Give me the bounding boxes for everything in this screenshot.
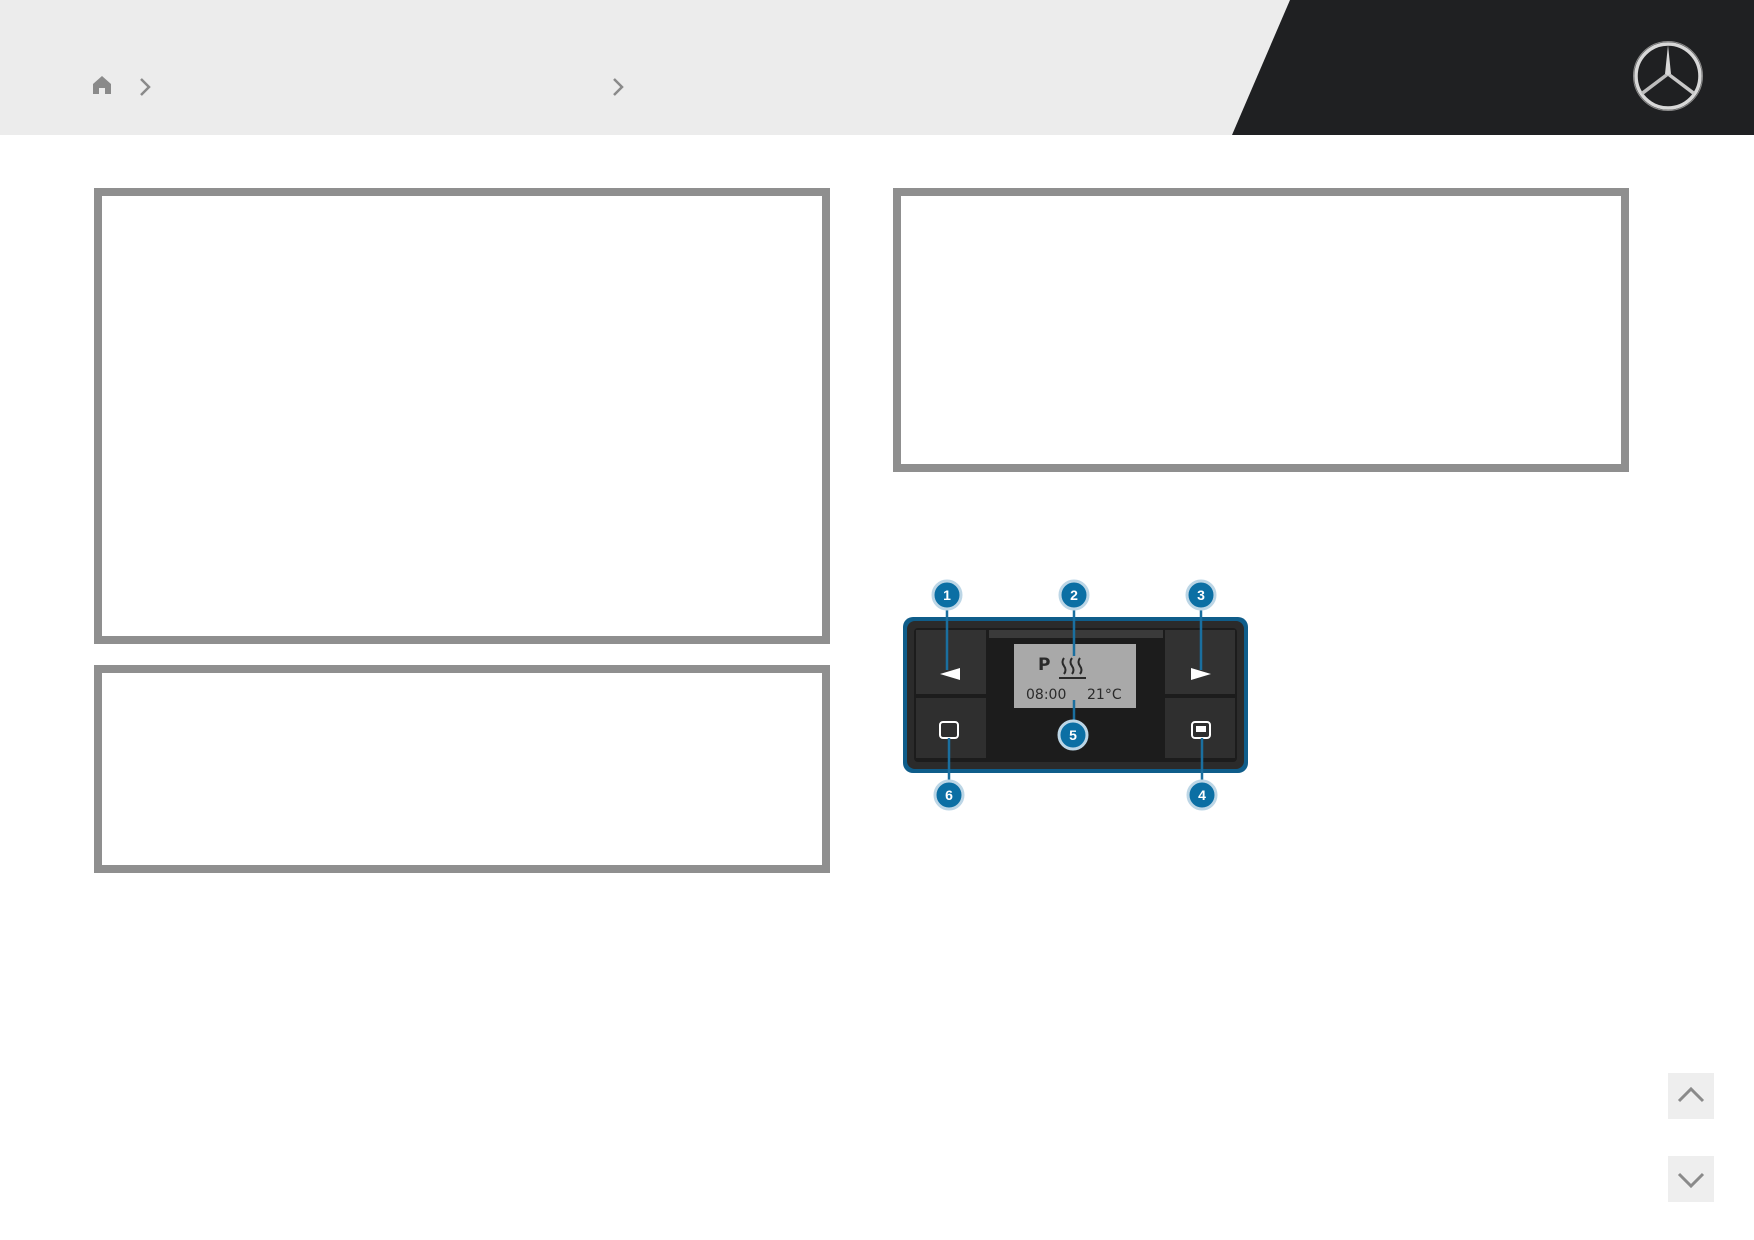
right-arrow-icon [1191, 668, 1211, 680]
svg-text:2: 2 [1070, 587, 1078, 603]
home-icon[interactable] [91, 74, 113, 96]
svg-text:4: 4 [1198, 787, 1206, 803]
svg-text:1: 1 [943, 587, 951, 603]
lcd-time: 08:00 [1026, 687, 1066, 703]
callout-4: 4 [1186, 779, 1218, 811]
left-button-pad [916, 630, 986, 694]
heating-icon [1059, 657, 1086, 679]
callout-1: 1 [931, 579, 963, 611]
content-panel-3 [893, 188, 1629, 472]
callout-5: 5 [1057, 719, 1089, 751]
callout-2: 2 [1058, 579, 1090, 611]
lcd-mode: P [1038, 655, 1050, 675]
callout-3: 3 [1185, 579, 1217, 611]
scroll-up-button[interactable] [1668, 1073, 1714, 1119]
svg-text:5: 5 [1069, 727, 1077, 743]
chevron-right-icon [613, 78, 624, 96]
chevron-down-icon [1677, 1172, 1705, 1189]
heater-control-illustration: P 08:00 21°C 1 2 3 4 [903, 579, 1248, 811]
content-panel-1 [94, 188, 830, 644]
callout-6: 6 [933, 779, 965, 811]
left-arrow-icon [940, 668, 960, 680]
mercedes-star-logo[interactable] [1632, 40, 1704, 112]
svg-text:6: 6 [945, 787, 953, 803]
header-dark-panel [1232, 0, 1754, 135]
lcd-temperature: 21°C [1087, 687, 1122, 703]
svg-text:3: 3 [1197, 587, 1205, 603]
content-panel-2 [94, 665, 830, 873]
chevron-up-icon [1677, 1086, 1705, 1103]
menu-button-pad [916, 698, 986, 758]
chevron-right-icon [140, 78, 151, 96]
scroll-down-button[interactable] [1668, 1156, 1714, 1202]
